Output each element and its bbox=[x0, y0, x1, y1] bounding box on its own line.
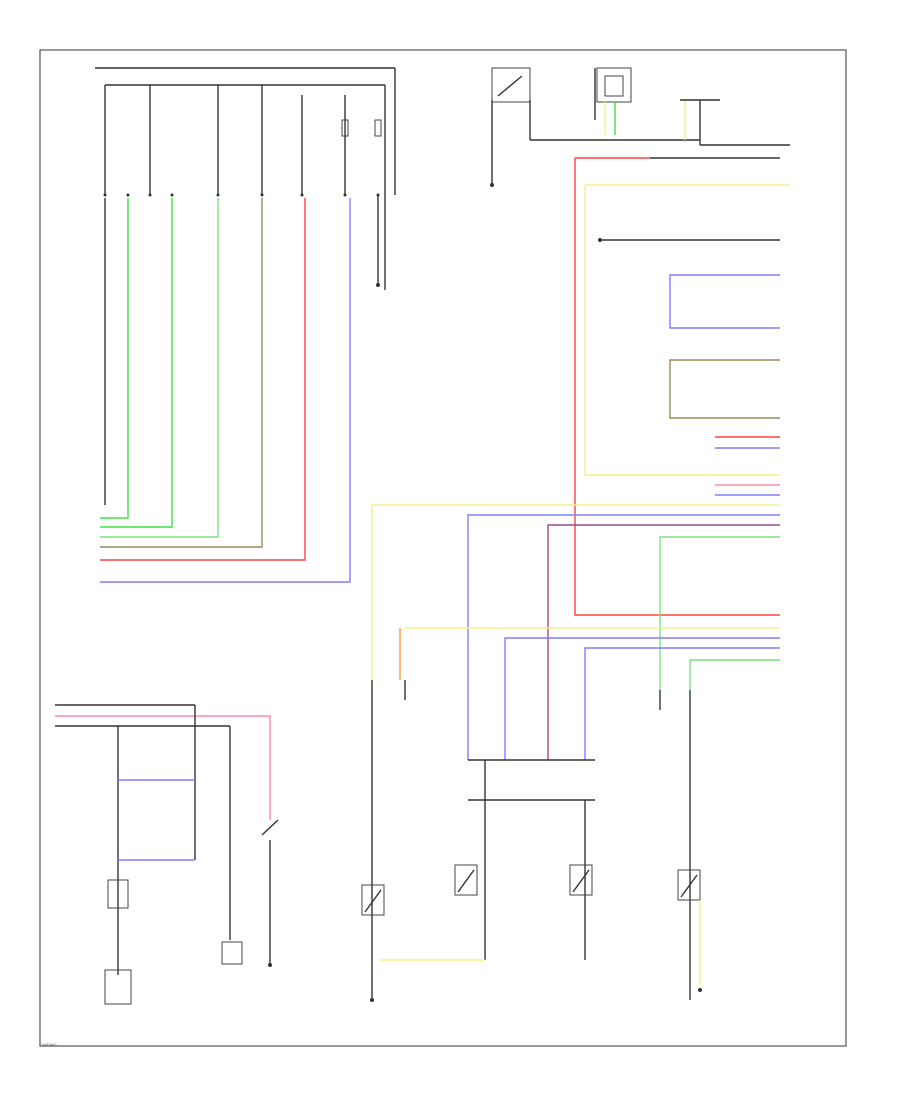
lower-left-circuit bbox=[55, 704, 279, 1005]
diagram-frame bbox=[39, 49, 847, 1047]
right-harness bbox=[371, 157, 790, 760]
top-left-connector-group bbox=[95, 67, 396, 290]
top-right-relay-group bbox=[490, 67, 790, 187]
corner-code: W/DIAG bbox=[42, 1042, 57, 1047]
lower-center-sensors bbox=[361, 680, 702, 1002]
left-colored-harness bbox=[100, 198, 351, 583]
